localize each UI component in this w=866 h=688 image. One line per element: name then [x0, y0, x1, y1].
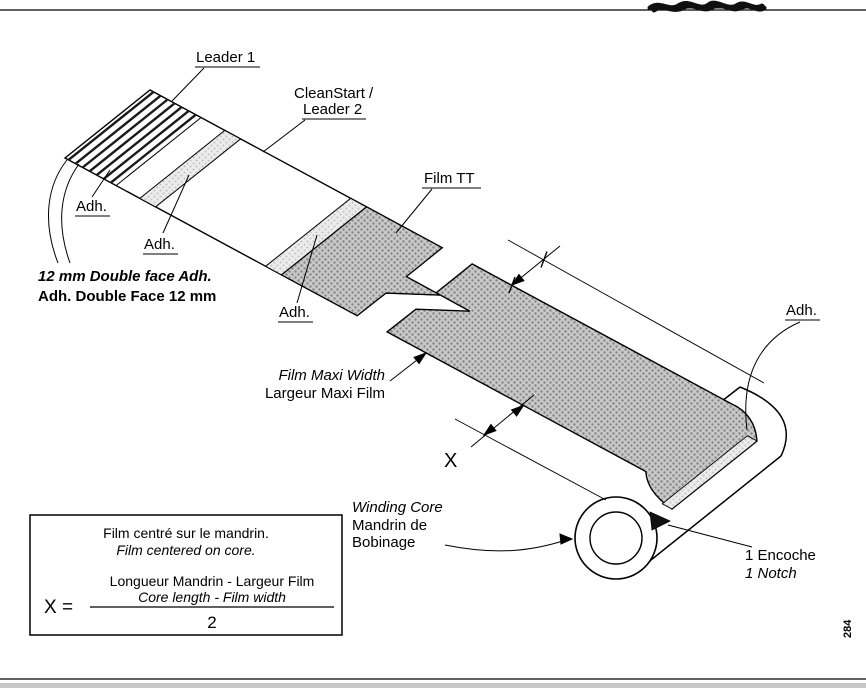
- film-maxi-width-label-fr: Largeur Maxi Film: [265, 385, 385, 402]
- page-number: 284: [842, 619, 854, 638]
- formula-box: Film centré sur le mandrin. Film centere…: [29, 514, 343, 636]
- margin-tick-2: [540, 251, 548, 268]
- dimension-lines: [389, 239, 765, 501]
- x-dim-arrow-lower: [482, 423, 497, 436]
- adhesive-band-end: [661, 435, 758, 510]
- formula-box-border: [29, 514, 343, 636]
- margin-tick-1: [508, 276, 516, 294]
- core-near-end-extension-line: [454, 418, 607, 501]
- width-dim-arrow-lower: [413, 352, 428, 365]
- adh1-label: Adh.: [76, 198, 107, 215]
- film-section-a: [280, 206, 444, 317]
- adh2-callout-line: [162, 174, 190, 234]
- core-bore-circle: [589, 511, 643, 565]
- leader2-callout-line: [262, 119, 306, 153]
- core-far-end-cap: [739, 386, 788, 457]
- formula-x-equals: X =: [44, 597, 73, 618]
- x-dim-arrow-upper: [510, 404, 525, 417]
- double-face-adhesive-hatch: [67, 90, 197, 184]
- cleanstart-label: CleanStart /: [294, 85, 374, 102]
- film-tt-label: Film TT: [424, 170, 475, 187]
- width-dim-arrow-upper: [510, 273, 525, 286]
- redacted-scribble: [647, 0, 767, 13]
- winding-core-label-en: Winding Core: [352, 499, 443, 516]
- hatch-boundary-line: [115, 117, 202, 186]
- adhesive-band-1: [138, 129, 242, 208]
- bottom-gray-band: [0, 683, 866, 688]
- adh-right-label: Adh.: [786, 302, 817, 319]
- winding-core-label-fr2: Bobinage: [352, 534, 415, 551]
- core-far-end-extension-line: [507, 239, 765, 384]
- notch-callout-line: [667, 524, 753, 548]
- double-face-callout-line-2: [61, 163, 80, 264]
- formula-numerator-fr: Longueur Mandrin - Largeur Film: [110, 573, 315, 589]
- notch-label-en: 1 Notch: [745, 565, 797, 582]
- core-bottom-edge: [640, 455, 782, 569]
- double-face-label-fr: Adh. Double Face 12 mm: [38, 288, 216, 305]
- winding-core-arrow: [559, 533, 574, 545]
- adh-right-callout-line: [745, 321, 801, 431]
- x-dim-line: [470, 394, 535, 448]
- formula-denominator: 2: [207, 613, 216, 632]
- ribbon-strip: [63, 89, 758, 510]
- winding-core-label-fr1: Mandrin de: [352, 517, 427, 534]
- adh2-label: Adh.: [144, 236, 175, 253]
- leader1-label: Leader 1: [196, 49, 255, 66]
- adh3-callout-line: [296, 234, 318, 304]
- adh3-label: Adh.: [279, 304, 310, 321]
- diagram-labels: Leader 1 CleanStart / Leader 2 Film TT A…: [38, 49, 820, 582]
- double-face-label-en: 12 mm Double face Adh.: [38, 268, 212, 285]
- formula-note-fr: Film centré sur le mandrin.: [103, 525, 269, 541]
- leader1-callout-line: [171, 67, 205, 102]
- film-tt-callout-line: [395, 188, 433, 234]
- formula-numerator-en: Core length - Film width: [138, 589, 286, 605]
- core-top-edge: [721, 386, 741, 402]
- notch-label-fr: 1 Encoche: [745, 547, 816, 564]
- adh1-callout-line: [91, 169, 111, 198]
- core-end-face: [574, 496, 671, 580]
- winding-core-callout-line: [444, 539, 567, 552]
- film-maxi-width-label-en: Film Maxi Width: [278, 367, 385, 384]
- double-face-callout-line-1: [48, 159, 68, 264]
- notch-triangle: [649, 511, 671, 531]
- leader2-label: Leader 2: [303, 101, 362, 118]
- callout-leader-lines: [48, 67, 801, 552]
- formula-note-en: Film centered on core.: [116, 542, 255, 558]
- x-dimension-label: X: [444, 450, 457, 472]
